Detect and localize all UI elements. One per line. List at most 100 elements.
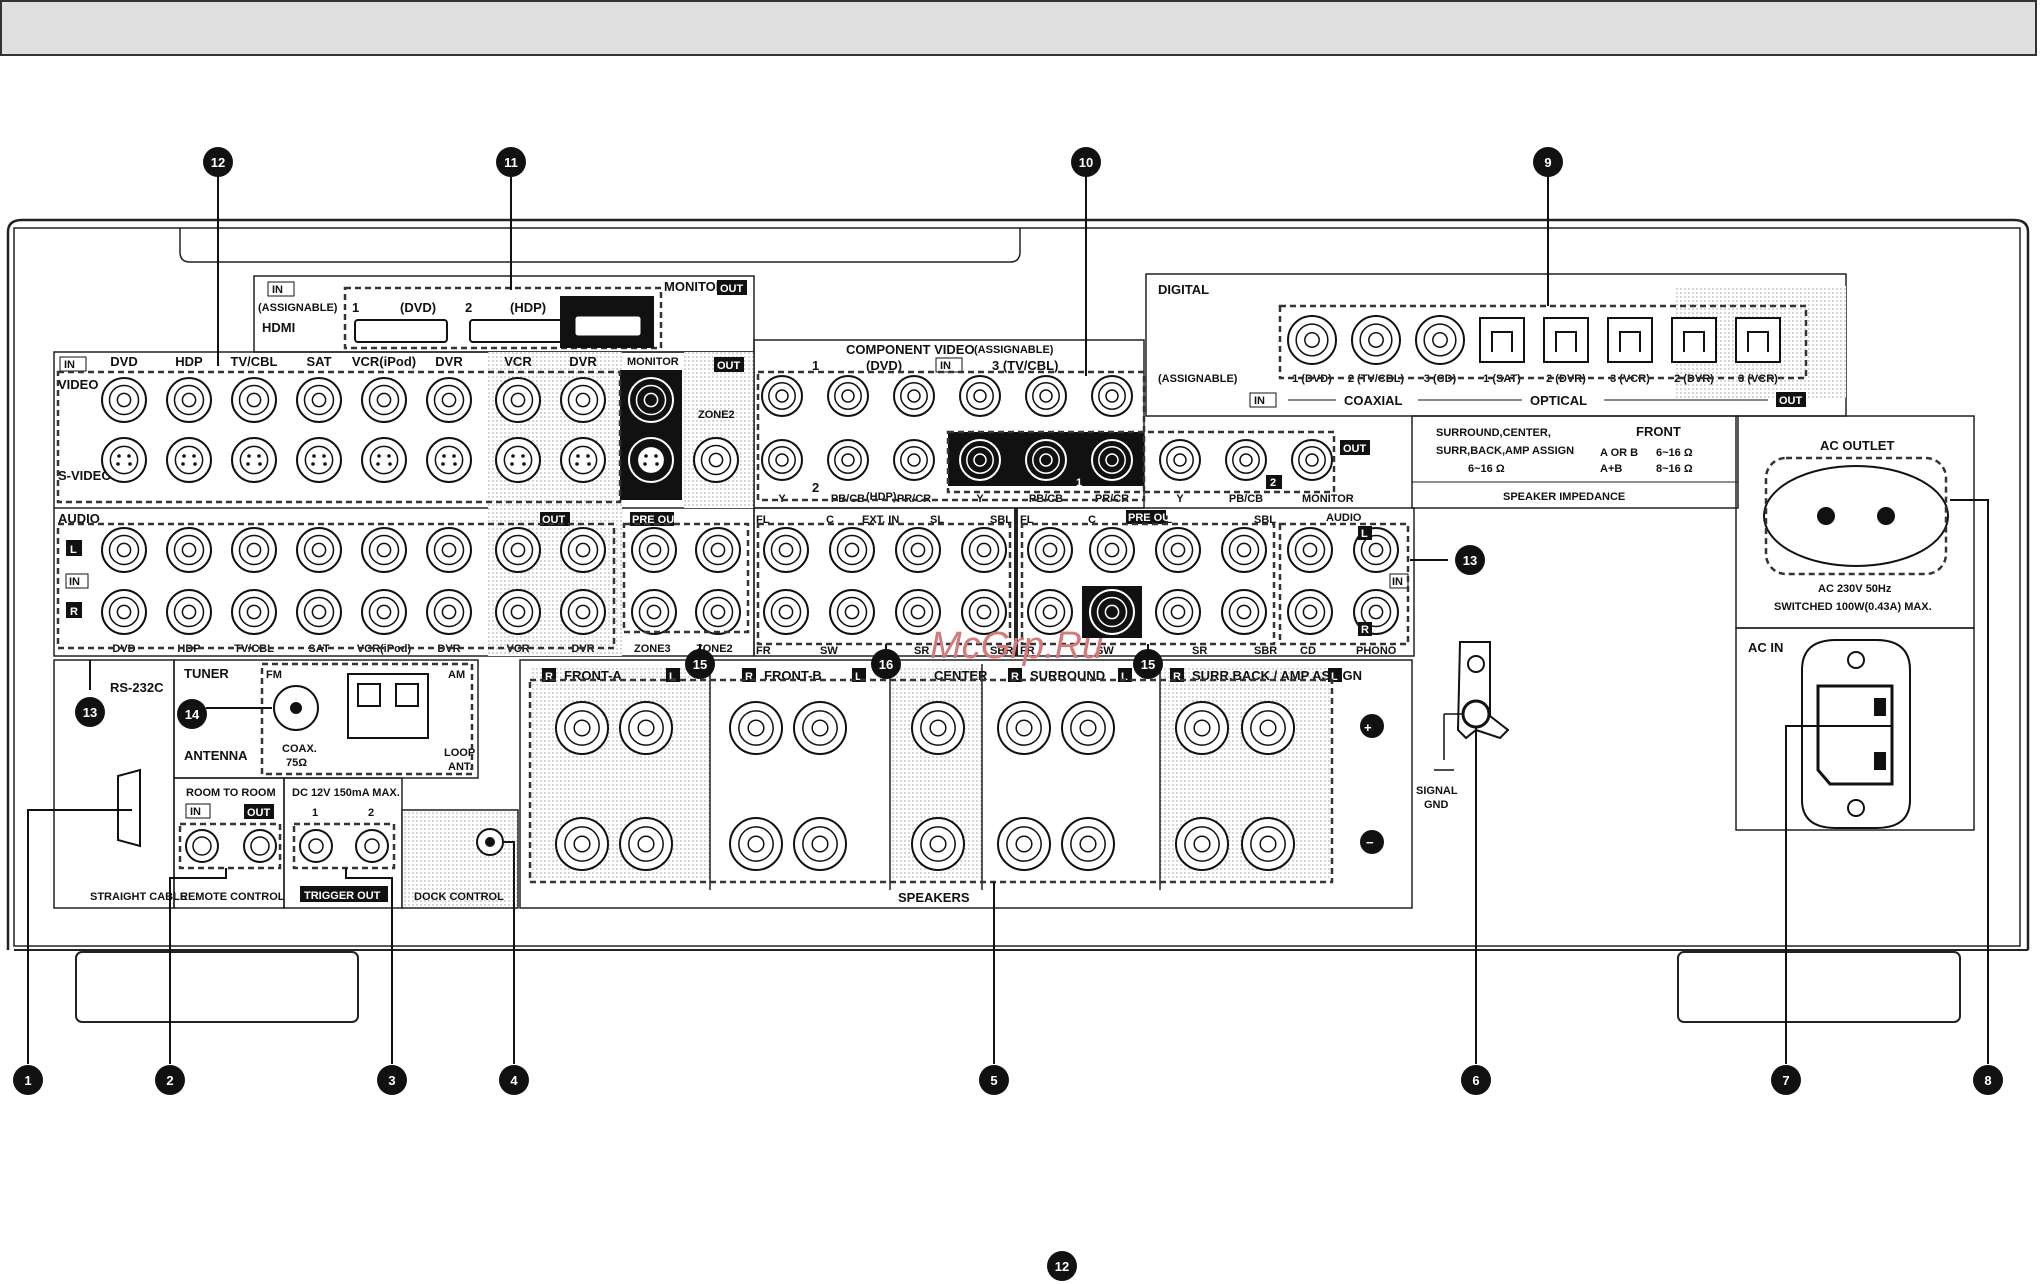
speaker-group-label: FRONT-A <box>564 668 622 683</box>
svideo-row-label: S-VIDEO <box>58 468 111 483</box>
ext-in-jack <box>895 589 941 635</box>
impedance-r1a: A OR B <box>1600 447 1638 459</box>
audio2-jack <box>1287 589 1333 635</box>
pre-out-jack <box>1155 589 1201 635</box>
video-col-label: DVD <box>110 354 137 369</box>
speaker-terminal-minus <box>555 817 609 871</box>
component-out2-num: 2 <box>1270 477 1276 489</box>
audio2-cd: CD <box>1300 645 1316 657</box>
audio-l: L <box>70 544 77 556</box>
ext-in-jacks <box>763 527 1007 635</box>
callout-number: 8 <box>1984 1073 1991 1088</box>
impedance-r2a: A+B <box>1600 463 1622 475</box>
ext-in-jack <box>763 589 809 635</box>
audio-jacks <box>101 527 741 635</box>
callout-number: 9 <box>1544 155 1551 170</box>
audio-l-jack <box>296 527 342 573</box>
monitor-video-out-jack <box>628 377 674 423</box>
component-in-jack <box>1091 375 1133 417</box>
callout-number: 10 <box>1079 155 1093 170</box>
digital-title: DIGITAL <box>1158 282 1209 297</box>
audio-title: AUDIO <box>58 511 100 526</box>
callout-number: 3 <box>388 1073 395 1088</box>
component-out-jack <box>1225 439 1267 481</box>
callout-number: 11 <box>504 155 518 170</box>
callout-number: 7 <box>1782 1073 1789 1088</box>
speakers-plus: + <box>1364 720 1372 735</box>
callout-marker <box>685 649 715 679</box>
callout-marker <box>177 699 207 729</box>
callout-number: 13 <box>83 705 97 720</box>
callout-number: 14 <box>185 707 200 722</box>
audio-l-jack <box>231 527 277 573</box>
digital-jack-label: 2 (DVR) <box>1546 373 1586 385</box>
speaker-terminal-minus <box>997 817 1051 871</box>
audio-l-jack <box>361 527 407 573</box>
speaker-r: R <box>1011 671 1019 683</box>
callout-marker <box>1071 147 1101 177</box>
digital-jack-label: 2 (DVR) <box>1674 373 1714 385</box>
component-out-jack <box>959 439 1001 481</box>
callout-number: 12 <box>211 155 225 170</box>
pre-out-jack <box>1089 589 1135 635</box>
ac-outlet-socket <box>1763 465 1949 567</box>
ext-fr: FR <box>756 645 771 657</box>
callout-marker <box>979 1065 1009 1095</box>
zone2-label: ZONE2 <box>698 409 735 421</box>
video-col-label: SAT <box>306 354 331 369</box>
optical-jack <box>1479 317 1525 363</box>
hdmi-out-port <box>574 315 642 337</box>
audio-r-jack <box>361 589 407 635</box>
ext-sr: SR <box>914 645 929 657</box>
digital-jack-label: 2 (TV/CBL) <box>1348 373 1405 385</box>
ext-in-jack <box>961 589 1007 635</box>
rs232-panel <box>53 659 175 909</box>
callout-number: 1 <box>24 1073 31 1088</box>
callout-marker <box>75 697 105 727</box>
audio-r-jack <box>426 589 472 635</box>
am-label: AM <box>448 669 465 681</box>
audio2-title: AUDIO <box>1326 512 1362 524</box>
component-1-src: (DVD) <box>866 358 902 373</box>
speaker-terminal-minus <box>729 817 783 871</box>
callout-number: 5 <box>990 1073 997 1088</box>
s-video-jack <box>101 437 147 483</box>
speaker-group-label: SURROUND <box>1030 668 1105 683</box>
ac-outlet-spec1: AC 230V 50Hz <box>1818 583 1892 595</box>
coaxial-jack <box>1351 315 1401 365</box>
digital-assignable: (ASSIGNABLE) <box>1158 373 1238 385</box>
audio2-jacks <box>1287 527 1399 635</box>
component-out-jack <box>1025 439 1067 481</box>
s-video-jack <box>560 437 606 483</box>
callout-number: 4 <box>510 1073 518 1088</box>
watermark: McGrp.Ru <box>930 625 1103 667</box>
pre-out-jacks <box>1027 527 1267 635</box>
callout-number: 15 <box>1141 657 1155 672</box>
remote-label: REMOTE CONTROL <box>180 891 285 903</box>
pre-c: C <box>1088 514 1096 526</box>
impedance-line2: SURR,BACK,AMP ASSIGN <box>1436 445 1574 457</box>
ext-in-jack <box>895 527 941 573</box>
component-label: Y <box>976 493 984 505</box>
pre-out-jack <box>1027 527 1073 573</box>
ac-in-panel <box>1735 627 1975 831</box>
loop-label: LOOP <box>444 747 475 759</box>
component-in-tag: IN <box>940 360 951 372</box>
speaker-terminal-minus <box>1175 817 1229 871</box>
video-out-tag: OUT <box>717 360 741 372</box>
pre-out-jack <box>1155 527 1201 573</box>
speaker-r: R <box>545 671 553 683</box>
dock-panel <box>401 809 519 909</box>
callout-marker <box>155 1065 185 1095</box>
speaker-terminal-plus <box>911 701 965 755</box>
s-video-jack <box>495 437 541 483</box>
component-1: 1 <box>812 358 819 373</box>
audio2-phono: PHONO <box>1356 645 1397 657</box>
video-in-tag: IN <box>64 359 75 371</box>
trigger-spec: DC 12V 150mA MAX. <box>292 787 400 799</box>
preout-zone-jack <box>695 527 741 573</box>
coaxial-jack <box>1415 315 1465 365</box>
audio-r: R <box>70 606 78 618</box>
